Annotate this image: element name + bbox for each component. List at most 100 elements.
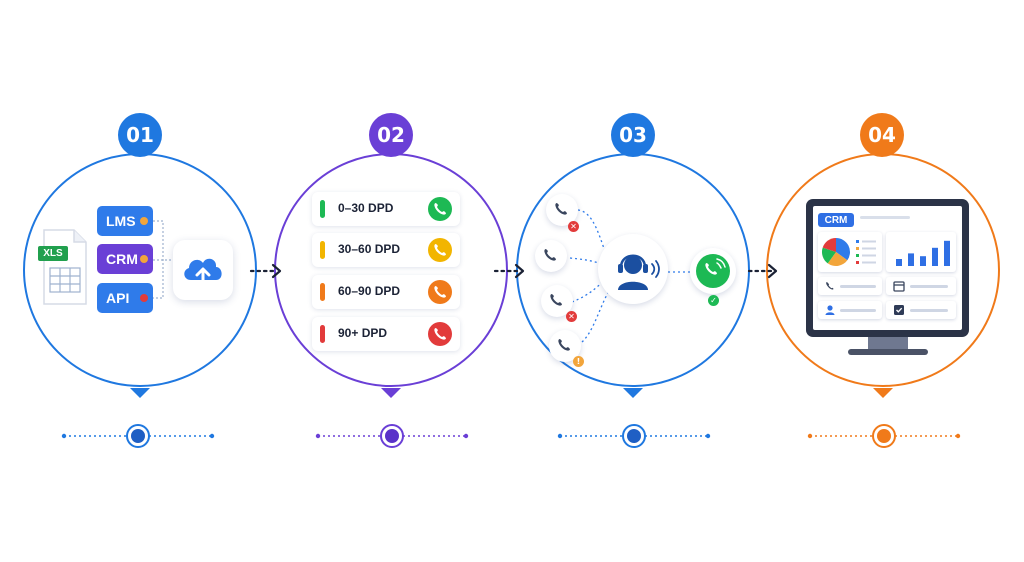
call-warning-icon: !	[573, 356, 584, 367]
dpd-color-bar	[320, 200, 325, 218]
phone-icon	[544, 249, 556, 261]
dpd-bucket-0-30: 0–30 DPD	[312, 192, 460, 226]
checkbox-icon	[894, 305, 904, 315]
dpd-label: 60–90 DPD	[338, 284, 401, 298]
step-number-01: 01	[118, 113, 162, 157]
pie-slice	[836, 238, 850, 261]
phone-icon	[558, 339, 570, 351]
phone-icon	[428, 197, 452, 221]
bar-chart	[896, 240, 950, 266]
info-panel-phone	[818, 277, 882, 295]
status-dot	[140, 294, 148, 302]
phone-icon	[826, 282, 834, 290]
step-4-pointer	[873, 388, 893, 398]
outbound-call-2	[535, 240, 567, 272]
source-chip-api: API	[97, 283, 153, 313]
calendar-icon	[893, 281, 905, 292]
legend-line	[862, 261, 876, 264]
timeline-node-fill	[627, 429, 641, 443]
step-number-04: 04	[860, 113, 904, 157]
timeline-node-fill	[131, 429, 145, 443]
step-1-pointer	[130, 388, 150, 398]
user-icon	[825, 305, 835, 315]
legend-swatch	[856, 254, 859, 257]
xls-badge: XLS	[38, 246, 68, 261]
monitor-stand	[868, 337, 908, 349]
dpd-bucket-30-60: 30–60 DPD	[312, 233, 460, 267]
agent-node	[598, 234, 668, 304]
timeline-node-fill	[385, 429, 399, 443]
crm-tag-label: CRM	[824, 214, 848, 226]
cloud-upload-icon	[184, 258, 222, 286]
step-number-03: 03	[611, 113, 655, 157]
phone-icon	[428, 280, 452, 304]
timeline-node-4	[872, 424, 896, 448]
header-placeholder-line	[860, 216, 910, 219]
source-chip-lms: LMS	[97, 206, 153, 236]
pie-chart-panel	[818, 232, 882, 272]
bar	[920, 256, 926, 266]
legend-swatch	[856, 247, 859, 250]
pie-chart	[822, 238, 876, 266]
legend-line	[862, 254, 876, 257]
dpd-color-bar	[320, 325, 325, 343]
dpd-bucket-60-90: 60–90 DPD	[312, 275, 460, 309]
timeline-node-2	[380, 424, 404, 448]
placeholder-line	[840, 285, 876, 288]
dpd-label: 0–30 DPD	[338, 201, 394, 215]
step-2-ring	[274, 153, 508, 387]
dpd-color-bar	[320, 283, 325, 301]
cloud-upload-card	[173, 240, 233, 300]
call-success-icon: ✓	[708, 295, 719, 306]
status-dot	[140, 255, 148, 263]
source-label-lms: LMS	[106, 213, 136, 229]
status-dot	[140, 217, 148, 225]
timeline-node-3	[622, 424, 646, 448]
legend-swatch	[856, 261, 859, 264]
phone-icon	[428, 238, 452, 262]
monitor-base	[848, 349, 928, 355]
xls-label: XLS	[43, 248, 63, 259]
bar	[932, 247, 938, 266]
phone-icon	[555, 203, 567, 215]
source-label-api: API	[106, 290, 130, 306]
bar	[908, 253, 914, 266]
call-connector-lines	[569, 209, 690, 346]
bar-chart-panel	[886, 232, 956, 272]
placeholder-line	[910, 309, 948, 312]
info-panel-user	[818, 301, 882, 319]
legend-line	[862, 240, 876, 243]
step-3-pointer	[623, 388, 643, 398]
bar	[896, 259, 902, 266]
dpd-bucket-90-plus: 90+ DPD	[312, 317, 460, 351]
pie-slice	[827, 252, 848, 266]
phone-connected-icon	[696, 254, 730, 288]
legend-line	[862, 247, 876, 250]
call-failed-icon: ✕	[566, 311, 577, 322]
connected-call-node	[690, 248, 736, 294]
step-number-02: 02	[369, 113, 413, 157]
timeline-node-fill	[877, 429, 891, 443]
phone-icon	[428, 322, 452, 346]
info-panel-checkbox	[886, 301, 956, 319]
call-failed-icon: ✕	[568, 221, 579, 232]
source-chip-crm: CRM	[97, 244, 153, 274]
legend-swatch	[856, 240, 859, 243]
dpd-label: 30–60 DPD	[338, 242, 401, 256]
crm-tag: CRM	[818, 213, 854, 227]
phone-icon	[550, 294, 562, 306]
timeline-node-1	[126, 424, 150, 448]
bar	[944, 240, 950, 266]
source-connector-lines	[153, 220, 171, 299]
dpd-label: 90+ DPD	[338, 326, 388, 340]
spreadsheet-file-icon	[43, 229, 87, 305]
step-2-pointer	[381, 388, 401, 398]
placeholder-line	[910, 285, 948, 288]
source-label-crm: CRM	[106, 251, 138, 267]
outbound-call-1	[546, 194, 578, 226]
placeholder-line	[840, 309, 876, 312]
dpd-color-bar	[320, 241, 325, 259]
agent-headset-icon	[618, 254, 660, 290]
info-panel-calendar	[886, 277, 956, 295]
